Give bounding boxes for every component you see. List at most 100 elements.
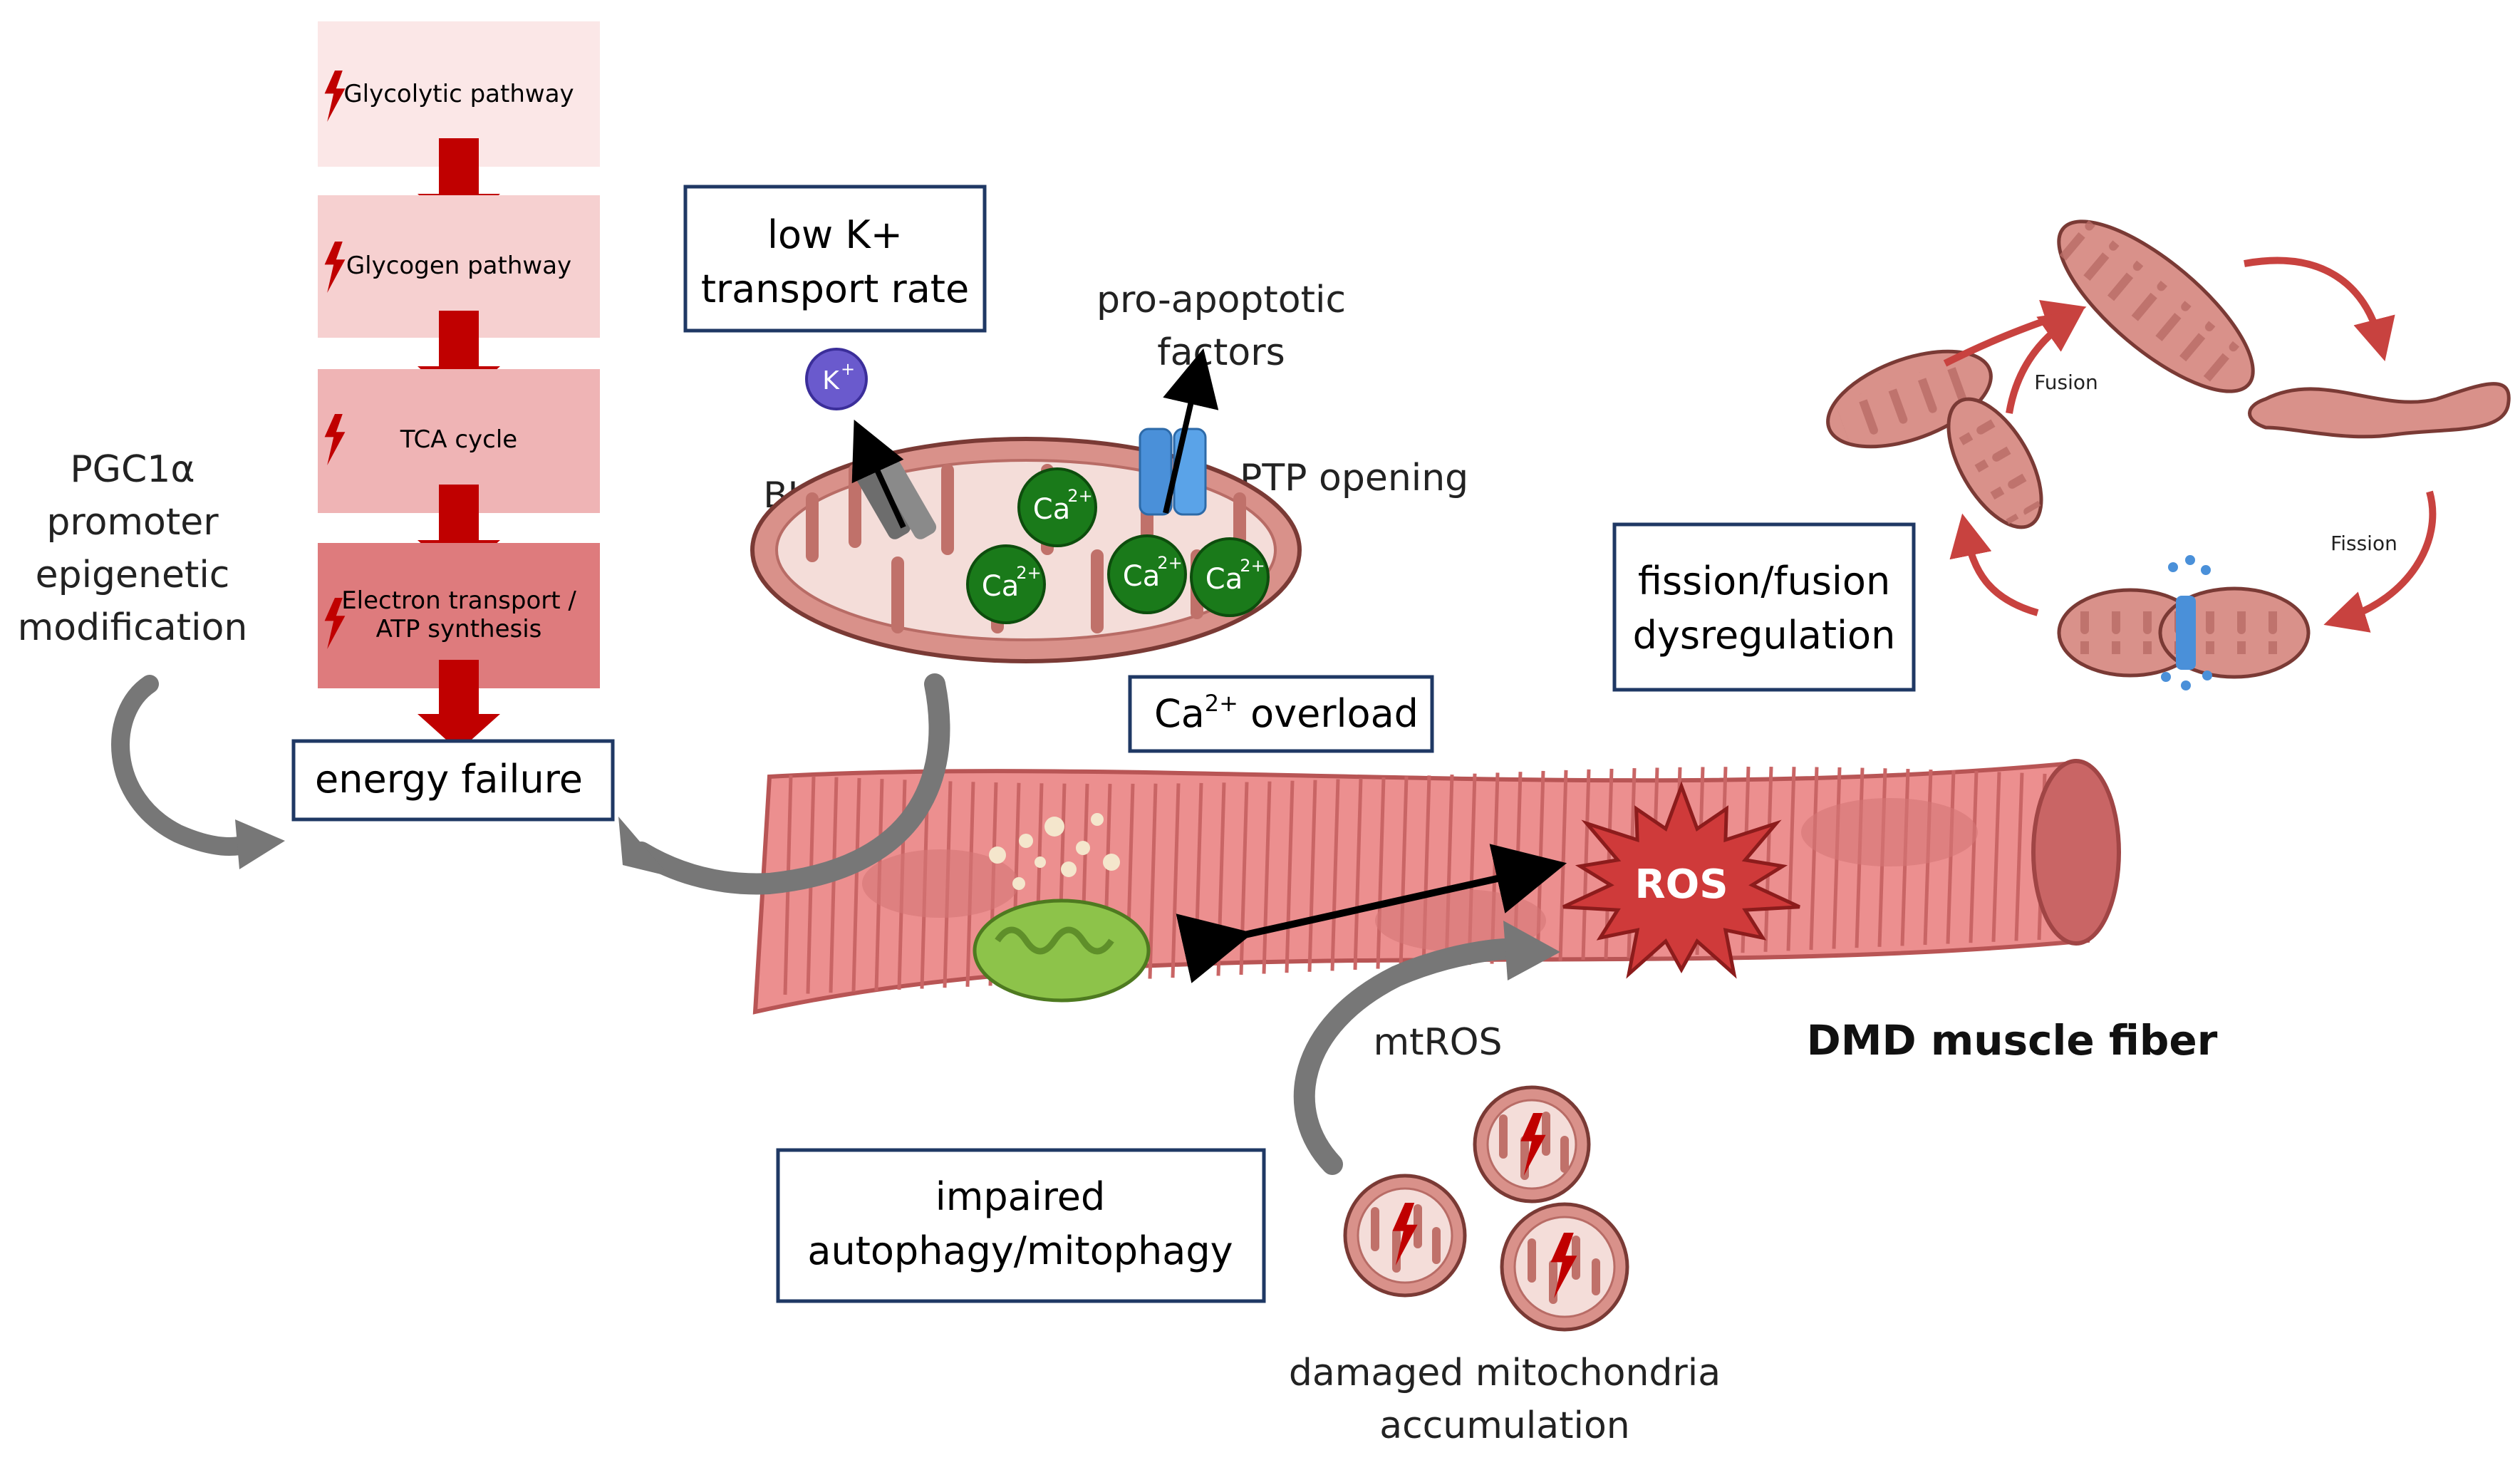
k-ion-base: K (822, 366, 840, 395)
drp1-ring (2176, 596, 2196, 670)
damaged-mitochondrion (1343, 1174, 1467, 1298)
ros-starburst: ROS (1562, 781, 1800, 979)
calcium-base: Ca (982, 570, 1019, 603)
calcium-sup: 2+ (1067, 486, 1092, 506)
damaged-mitochondrion (1473, 1085, 1591, 1203)
etc-label-line2: ATP synthesis (376, 615, 542, 643)
calcium-ion (1017, 467, 1097, 547)
curved-arrow-mtros (1293, 938, 1528, 1175)
k-ion-sup: + (841, 359, 855, 379)
fiber-striation (851, 777, 861, 992)
ca-overload-rest: overload (1238, 691, 1419, 736)
calcium-sup: 2+ (1016, 563, 1041, 583)
released-debris (989, 813, 1120, 890)
tca-label: TCA cycle (400, 425, 517, 454)
ca-overload-label: Ca2+ overload (1154, 690, 1419, 736)
fission-fusion-cycle: Fusion Fission (1826, 219, 2511, 690)
pro-apoptotic-line1: pro-apoptotic (1096, 279, 1346, 321)
drp1-particles (2161, 555, 2212, 690)
curved-arrow-mito (631, 673, 950, 895)
ca-overload-base: Ca (1154, 691, 1205, 736)
damaged-mitochondrion (1500, 1202, 1629, 1332)
damaged-line1: damaged mitochondria (1289, 1352, 1721, 1394)
ptp-efflux-arrow (1163, 348, 1219, 514)
potassium-ion-circle (805, 348, 868, 410)
calcium-sup: 2+ (1157, 553, 1182, 573)
fiber-striation (1763, 766, 1773, 952)
ptp-channel-body (1139, 428, 1173, 516)
glycogen-label: Glycogen pathway (346, 252, 571, 280)
etc-label-line1: Electron transport / (341, 586, 576, 615)
calcium-ions: Ca 2+ Ca 2+ Ca 2+ Ca 2+ (966, 467, 1270, 624)
ros-label: ROS (1634, 861, 1728, 908)
arrowhead-icon (235, 819, 285, 869)
small-mitochondrion (1946, 397, 2043, 529)
mtros-label: mtROS (1373, 1021, 1502, 1064)
impaired-box (776, 1148, 1266, 1303)
svg-text:K: K (822, 366, 840, 395)
calcium-ion (1107, 534, 1187, 614)
elongated-mitochondrion (2248, 382, 2511, 439)
fiber-striation (2014, 772, 2024, 941)
fiber-striation (1969, 771, 1979, 943)
pgc1a-annotation: PGC1α promoter epigenetic modification (18, 448, 248, 649)
muscle-fiber (752, 759, 2121, 1015)
arrowhead-icon (618, 817, 670, 876)
fiber-striation (1946, 770, 1956, 944)
fiber-striation (829, 777, 839, 993)
calcium-ion (1190, 537, 1270, 617)
impaired-line2: autophagy/mitophagy (807, 1228, 1233, 1273)
damaged-mitochondria (1343, 1085, 1629, 1332)
bkca-efflux-arrow (851, 419, 906, 529)
low-k-box (683, 185, 987, 333)
energy-failure-label: energy failure (315, 757, 583, 802)
ros-star-shape (1562, 781, 1800, 979)
glycolytic-label: Glycolytic pathway (343, 80, 574, 108)
fiber-striation (1786, 767, 1796, 951)
curved-arrow-pgc1a (111, 675, 259, 856)
low-k-line1: low K+ (767, 212, 903, 257)
potassium-ion: K + (805, 348, 868, 410)
fiber-nucleus (862, 849, 1019, 918)
pgc1a-line2: promoter (46, 501, 219, 544)
calcium-ion (966, 544, 1046, 624)
arrowhead-icon (1503, 921, 1560, 980)
metabolic-pathway: Glycolytic pathway Glycogen pathway TCA … (318, 21, 600, 751)
fiber-striation (1991, 772, 2001, 942)
fiber-nucleus (1801, 798, 1978, 866)
fiber-end-cap (2031, 759, 2121, 946)
damaged-line2: accumulation (1379, 1404, 1630, 1447)
broken-mitochondrion-body (973, 899, 1151, 1003)
calcium-base: Ca (1033, 493, 1070, 526)
fission-label: Fission (2330, 532, 2397, 555)
calcium-base: Ca (1205, 563, 1243, 596)
calcium-sup: 2+ (1240, 556, 1265, 576)
fissioning-mitochondrion (2057, 555, 2311, 690)
fiber-striation (1809, 767, 1819, 951)
fusion-label: Fusion (2034, 371, 2098, 394)
calcium-base: Ca (1123, 560, 1160, 593)
ca-overload-box (1128, 675, 1434, 753)
low-k-line2: transport rate (701, 266, 969, 311)
impaired-line1: impaired (935, 1174, 1106, 1219)
pgc1a-line3: epigenetic (36, 554, 230, 596)
broken-mitochondrion (973, 813, 1151, 1003)
fission-fusion-line1: fission/fusion (1638, 559, 1890, 604)
fiber-striation (1171, 783, 1181, 978)
fused-mitochondrion (2057, 219, 2255, 394)
fiber-label: DMD muscle fiber (1807, 1016, 2218, 1065)
ca-overload-sup: 2+ (1205, 690, 1238, 717)
cycle-arrows (1943, 257, 2437, 633)
pathway-arrow (418, 660, 500, 751)
fission-fusion-box (1612, 522, 1916, 692)
fission-fusion-line2: dysregulation (1633, 613, 1896, 658)
energy-failure-box (291, 739, 615, 822)
bkca-channel (851, 419, 937, 539)
ptp-channel-body (1173, 428, 1207, 516)
ptp-channel (1139, 348, 1219, 516)
fiber-striation (1148, 783, 1158, 979)
double-headed-arrow (1176, 844, 1567, 983)
ptp-opening-label: PTP opening (1240, 457, 1468, 499)
pgc1a-line1: PGC1α (70, 448, 195, 491)
